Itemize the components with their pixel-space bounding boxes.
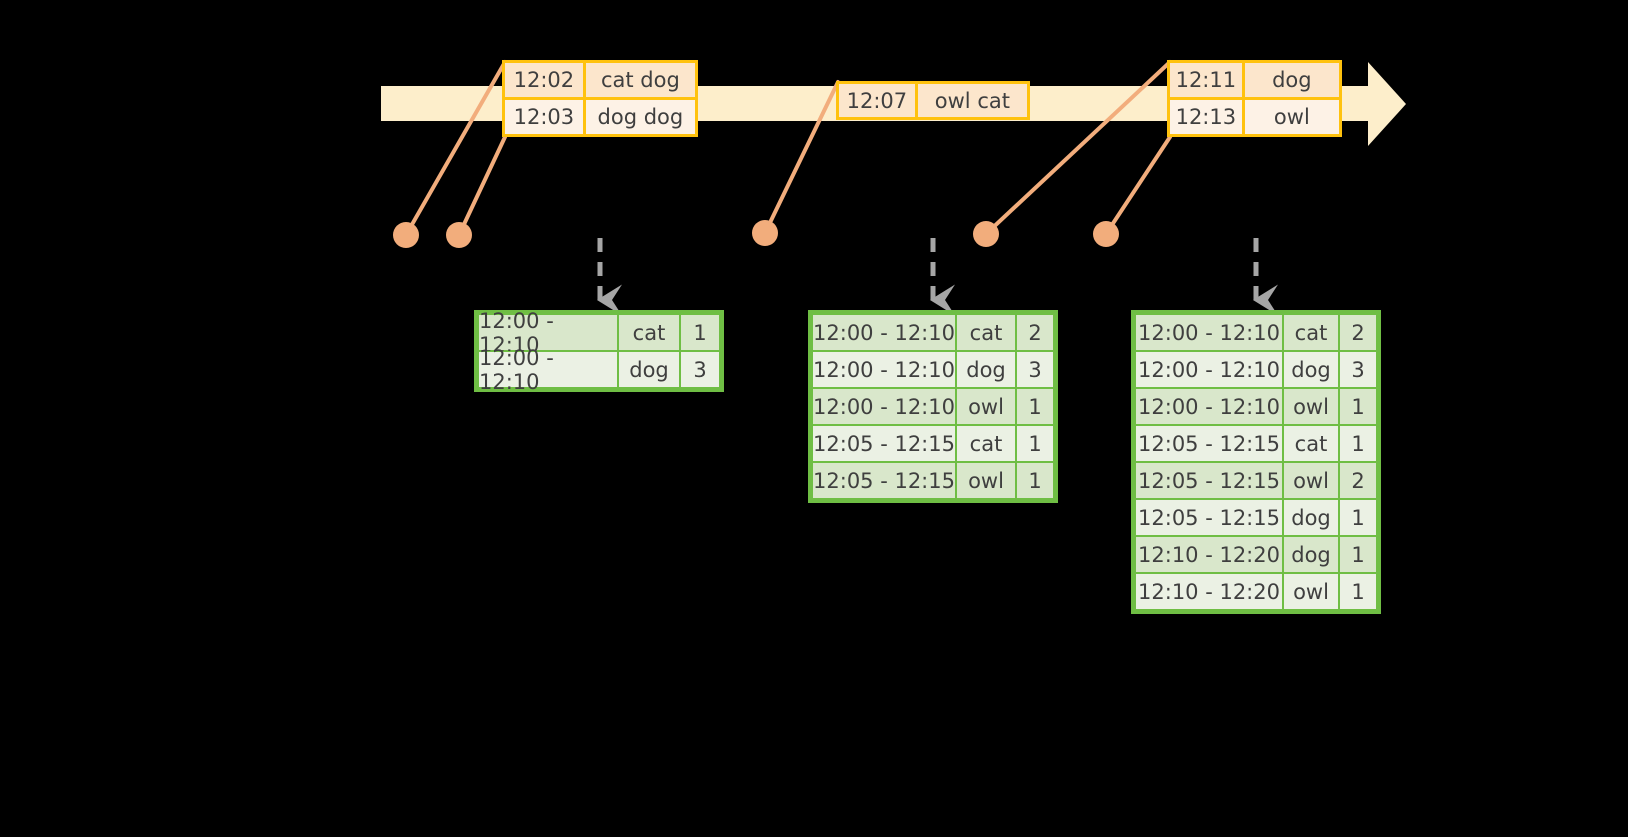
event-box-3[interactable]: 12:11 dog 12:13 owl bbox=[1167, 60, 1342, 137]
event-value: dog bbox=[1272, 68, 1312, 92]
cell-count: 1 bbox=[1339, 388, 1377, 425]
cell-word: owl bbox=[1283, 462, 1339, 499]
cell-count: 2 bbox=[1339, 462, 1377, 499]
event-time: 12:07 bbox=[839, 84, 918, 117]
event-box-2[interactable]: 12:07 owl cat bbox=[836, 81, 1030, 120]
cell-word: dog bbox=[618, 351, 680, 388]
event-value: cat dog bbox=[600, 68, 680, 92]
cell-window: 12:10 - 12:20 bbox=[1135, 536, 1283, 573]
event-time: 12:03 bbox=[505, 100, 586, 134]
cell-window: 12:00 - 12:10 bbox=[1135, 388, 1283, 425]
cell-window: 12:05 - 12:15 bbox=[812, 462, 956, 499]
cell-word: cat bbox=[1283, 314, 1339, 351]
connector-dot-5 bbox=[1093, 221, 1119, 247]
cell-word: dog bbox=[956, 351, 1016, 388]
cell-count: 1 bbox=[1339, 536, 1377, 573]
cell-window: 12:00 - 12:10 bbox=[1135, 314, 1283, 351]
event-value: dog dog bbox=[597, 105, 684, 129]
cell-count: 2 bbox=[1016, 314, 1054, 351]
connector-dot-3 bbox=[752, 220, 778, 246]
connector-dot-1 bbox=[393, 222, 419, 248]
cell-word: cat bbox=[1283, 425, 1339, 462]
cell-count: 1 bbox=[1339, 425, 1377, 462]
event-value: owl cat bbox=[934, 88, 1010, 113]
cell-word: dog bbox=[1283, 351, 1339, 388]
cell-count: 1 bbox=[1016, 462, 1054, 499]
cell-count: 3 bbox=[1016, 351, 1054, 388]
cell-count: 3 bbox=[680, 351, 720, 388]
event-box-1[interactable]: 12:02 cat dog 12:03 dog dog bbox=[502, 60, 698, 137]
cell-window: 12:05 - 12:15 bbox=[1135, 462, 1283, 499]
event-row: 12:07 owl cat bbox=[839, 84, 1027, 117]
connector-dot-4 bbox=[973, 221, 999, 247]
cell-window: 12:00 - 12:10 bbox=[1135, 351, 1283, 388]
cell-word: owl bbox=[956, 462, 1016, 499]
timeline-arrow-head-icon bbox=[1368, 62, 1406, 146]
cell-word: owl bbox=[956, 388, 1016, 425]
cell-word: cat bbox=[956, 425, 1016, 462]
connector-dot-2 bbox=[446, 222, 472, 248]
cell-word: cat bbox=[618, 314, 680, 351]
cell-window: 12:00 - 12:10 bbox=[478, 346, 618, 394]
event-row: 12:03 dog dog bbox=[505, 97, 695, 134]
cell-word: dog bbox=[1283, 499, 1339, 536]
cell-count: 1 bbox=[1339, 499, 1377, 536]
cell-window: 12:00 - 12:10 bbox=[812, 351, 956, 388]
event-row: 12:11 dog bbox=[1170, 63, 1339, 97]
cell-window: 12:05 - 12:15 bbox=[1135, 499, 1283, 536]
event-time: 12:02 bbox=[505, 63, 586, 97]
cell-word: cat bbox=[956, 314, 1016, 351]
cell-window: 12:00 - 12:10 bbox=[812, 314, 956, 351]
event-row: 12:13 owl bbox=[1170, 97, 1339, 134]
cell-count: 1 bbox=[1016, 388, 1054, 425]
cell-word: owl bbox=[1283, 573, 1339, 610]
event-row: 12:02 cat dog bbox=[505, 63, 695, 97]
cell-word: owl bbox=[1283, 388, 1339, 425]
cell-count: 1 bbox=[1339, 573, 1377, 610]
connector-line-5 bbox=[1104, 135, 1172, 236]
cell-window: 12:05 - 12:15 bbox=[1135, 425, 1283, 462]
event-time: 12:13 bbox=[1170, 100, 1245, 134]
cell-count: 2 bbox=[1339, 314, 1377, 351]
cell-word: dog bbox=[1283, 536, 1339, 573]
connector-line-2 bbox=[457, 135, 507, 237]
cell-count: 1 bbox=[680, 314, 720, 351]
event-time: 12:11 bbox=[1170, 63, 1245, 97]
cell-count: 3 bbox=[1339, 351, 1377, 388]
cell-window: 12:00 - 12:10 bbox=[812, 388, 956, 425]
cell-window: 12:10 - 12:20 bbox=[1135, 573, 1283, 610]
cell-window: 12:00 - 12:10 bbox=[478, 309, 618, 357]
cell-window: 12:05 - 12:15 bbox=[812, 425, 956, 462]
event-value: owl bbox=[1273, 105, 1310, 129]
cell-count: 1 bbox=[1016, 425, 1054, 462]
